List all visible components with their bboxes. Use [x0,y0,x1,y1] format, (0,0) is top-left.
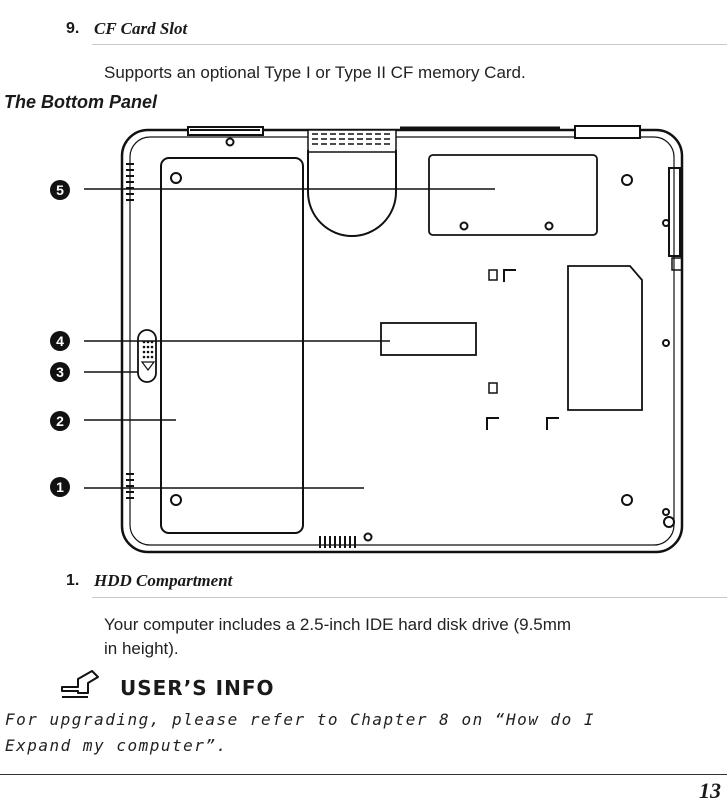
page-number: 13 [699,778,721,803]
bottom-panel-diagram: 5 4 3 2 1 [50,125,684,554]
section-9-text: Supports an optional Type I or Type II C… [104,63,526,82]
battery-latch [137,329,157,383]
section-1-rule [92,597,727,598]
users-info-text-line1: For upgrading, please refer to Chapter 8… [5,710,596,729]
callout-number-3: 3 [56,364,64,380]
users-info-label: USER’S INFO [120,676,275,700]
users-info-text-line2: Expand my computer”. [5,736,228,755]
callout-marker-4 [50,331,70,351]
hdd-compartment [160,157,304,534]
section-1-number: 1. [66,572,80,589]
callout-marker-5 [50,180,70,200]
callout-number-2: 2 [56,413,64,429]
section-1-text-line1: Your computer includes a 2.5-inch IDE ha… [104,615,572,634]
footer-rule [0,774,727,775]
section-9-rule [92,44,727,45]
section-1-title: HDD Compartment [94,571,233,590]
section-9-heading: 9. CF Card Slot [66,19,716,44]
section-1-heading: 1. HDD Compartment [66,571,716,596]
section-9-title: CF Card Slot [94,19,188,38]
callout-number-1: 1 [56,479,64,495]
top-vent [307,129,397,153]
callout-marker-1 [50,477,70,497]
memory-compartment [428,154,598,236]
fan-cover [307,150,397,237]
callout-number-5: 5 [56,182,64,198]
product-label [380,322,477,356]
callout-marker-2 [50,411,70,431]
bottom-panel-heading: The Bottom Panel [4,92,158,112]
callout-marker-3 [50,362,70,382]
pointing-hand-icon [61,670,99,698]
callout-number-4: 4 [56,333,64,349]
section-9-number: 9. [66,20,80,37]
right-compartment [567,265,643,411]
section-1-text-line2: in height). [104,639,179,658]
